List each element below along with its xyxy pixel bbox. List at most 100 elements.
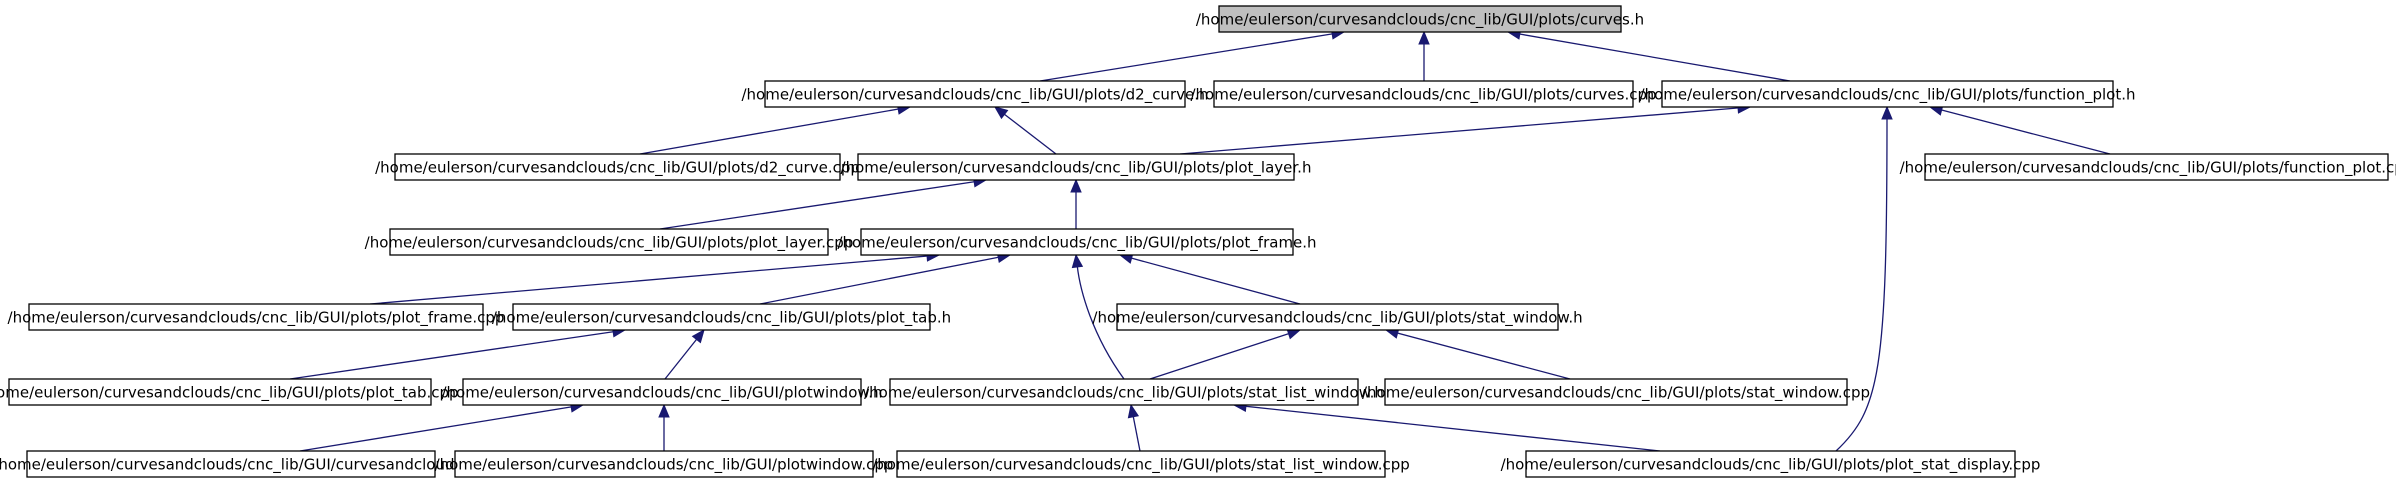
node-plotwindow-cpp-label: /home/eulerson/curvesandclouds/cnc_lib/G… (435, 456, 894, 475)
edge-d2-curve-h-to-curves-h-line (1039, 33, 1334, 82)
edge-plot-stat-display-cpp-to-stat-list-window-h-line (1244, 405, 1661, 452)
node-plot-frame-h-box[interactable] (860, 228, 1294, 256)
node-curves-cpp-label: /home/eulerson/curvesandclouds/cnc_lib/G… (1190, 86, 1656, 105)
edge-plot-tab-h-to-plot-frame-h-line (759, 256, 1000, 305)
node-plotwindow-h-box[interactable] (462, 378, 862, 406)
node-plot-layer-cpp-label: /home/eulerson/curvesandclouds/cnc_lib/G… (365, 234, 854, 253)
edge-stat-list-window-cpp-to-stat-list-window-h-arrowhead (1127, 403, 1140, 419)
edge-stat-list-window-cpp-to-stat-list-window-h-line (1132, 415, 1141, 452)
node-function-plot-cpp-label: /home/eulerson/curvesandclouds/cnc_lib/G… (1900, 159, 2396, 178)
node-stat-window-cpp[interactable]: /home/eulerson/curvesandclouds/cnc_lib/G… (1362, 378, 1870, 406)
edge-d2-curve-cpp-to-d2-curve-h-line (639, 108, 900, 155)
node-plot-stat-display-cpp[interactable]: /home/eulerson/curvesandclouds/cnc_lib/G… (1501, 450, 2041, 478)
edge-plot-frame-cpp-to-plot-frame-h (369, 250, 941, 305)
node-d2-curve-cpp[interactable]: /home/eulerson/curvesandclouds/cnc_lib/G… (375, 153, 860, 181)
node-plot-frame-cpp[interactable]: /home/eulerson/curvesandclouds/cnc_lib/G… (8, 303, 505, 331)
node-plot-frame-h[interactable]: /home/eulerson/curvesandclouds/cnc_lib/G… (837, 228, 1317, 256)
edge-function-plot-h-to-curves-h-line (1518, 33, 1791, 82)
node-curvesandcloud-h[interactable]: /home/eulerson/curvesandclouds/cnc_lib/G… (0, 450, 469, 478)
edge-stat-window-cpp-to-stat-window-h (1384, 327, 1571, 380)
node-stat-list-window-cpp[interactable]: /home/eulerson/curvesandclouds/cnc_lib/G… (872, 450, 1410, 478)
node-plotwindow-cpp[interactable]: /home/eulerson/curvesandclouds/cnc_lib/G… (435, 450, 894, 478)
node-function-plot-h-box[interactable] (1661, 80, 2114, 108)
edge-stat-list-window-h-to-stat-window-h (1149, 328, 1302, 380)
edge-plot-layer-h-to-function-plot-h-line (1179, 107, 1740, 155)
node-plot-layer-cpp[interactable]: /home/eulerson/curvesandclouds/cnc_lib/G… (365, 228, 854, 256)
node-curves-cpp[interactable]: /home/eulerson/curvesandclouds/cnc_lib/G… (1190, 80, 1657, 108)
node-curves-cpp-box[interactable] (1213, 80, 1634, 108)
node-stat-list-window-h[interactable]: /home/eulerson/curvesandclouds/cnc_lib/G… (864, 378, 1384, 406)
edge-stat-list-window-h-to-plot-frame-h-line (1076, 265, 1125, 380)
node-plot-tab-cpp-label: /home/eulerson/curvesandclouds/cnc_lib/G… (0, 384, 459, 403)
node-curves-h[interactable]: /home/eulerson/curvesandclouds/cnc_lib/G… (1196, 5, 1644, 33)
node-plot-stat-display-cpp-box[interactable] (1525, 450, 2016, 478)
node-stat-window-h[interactable]: /home/eulerson/curvesandclouds/cnc_lib/G… (1092, 303, 1583, 331)
edge-plotwindow-h-to-plot-tab-h-line (664, 338, 698, 380)
node-curvesandcloud-h-label: /home/eulerson/curvesandclouds/cnc_lib/G… (0, 456, 469, 475)
edge-curves-cpp-to-curves-h-arrowhead (1418, 30, 1430, 45)
node-plot-layer-h-box[interactable] (857, 153, 1295, 181)
node-plotwindow-h-label: /home/eulerson/curvesandclouds/cnc_lib/G… (441, 384, 882, 403)
edge-plot-frame-h-to-plot-layer-h-arrowhead (1070, 178, 1082, 193)
node-function-plot-cpp-box[interactable] (1924, 153, 2389, 181)
node-function-plot-h[interactable]: /home/eulerson/curvesandclouds/cnc_lib/G… (1640, 80, 2136, 108)
node-plot-tab-h[interactable]: /home/eulerson/curvesandclouds/cnc_lib/G… (492, 303, 951, 331)
node-stat-window-cpp-label: /home/eulerson/curvesandclouds/cnc_lib/G… (1362, 384, 1870, 403)
node-function-plot-cpp[interactable]: /home/eulerson/curvesandclouds/cnc_lib/G… (1900, 153, 2396, 181)
edge-stat-list-window-h-to-stat-window-h-line (1149, 332, 1290, 380)
edge-plot-layer-h-to-d2-curve-h (993, 106, 1057, 155)
node-d2-curve-h[interactable]: /home/eulerson/curvesandclouds/cnc_lib/G… (741, 80, 1209, 108)
edge-plot-layer-h-to-d2-curve-h-line (1003, 113, 1057, 155)
edge-plot-stat-display-cpp-to-function-plot-h (1835, 105, 1893, 452)
node-plot-layer-h-label: /home/eulerson/curvesandclouds/cnc_lib/G… (841, 159, 1312, 178)
node-d2-curve-cpp-label: /home/eulerson/curvesandclouds/cnc_lib/G… (375, 159, 860, 178)
edge-plot-layer-h-to-function-plot-h (1179, 102, 1752, 155)
edge-d2-curve-cpp-to-d2-curve-h (639, 103, 912, 155)
node-stat-window-cpp-box[interactable] (1384, 378, 1848, 406)
node-d2-curve-cpp-box[interactable] (394, 153, 841, 181)
edge-d2-curve-h-to-curves-h (1039, 28, 1346, 82)
node-d2-curve-h-box[interactable] (764, 80, 1186, 108)
node-stat-list-window-cpp-label: /home/eulerson/curvesandclouds/cnc_lib/G… (872, 456, 1410, 475)
edge-function-plot-cpp-to-function-plot-h-line (1940, 109, 2111, 155)
node-plot-frame-cpp-box[interactable] (28, 303, 484, 331)
node-plot-tab-h-box[interactable] (512, 303, 931, 331)
node-plot-frame-h-label: /home/eulerson/curvesandclouds/cnc_lib/G… (837, 234, 1316, 253)
edge-plot-stat-display-cpp-to-function-plot-h-arrowhead (1881, 105, 1893, 120)
node-plot-layer-h[interactable]: /home/eulerson/curvesandclouds/cnc_lib/G… (841, 153, 1312, 181)
node-stat-window-h-box[interactable] (1116, 303, 1559, 331)
edge-plotwindow-cpp-to-plotwindow-h-arrowhead (658, 403, 670, 418)
node-plotwindow-cpp-box[interactable] (454, 450, 874, 478)
edge-plotwindow-h-to-plot-tab-h-arrowhead (691, 328, 705, 344)
node-function-plot-h-label: /home/eulerson/curvesandclouds/cnc_lib/G… (1640, 86, 2136, 105)
node-curves-h-label: /home/eulerson/curvesandclouds/cnc_lib/G… (1196, 11, 1644, 30)
edge-function-plot-h-to-curves-h (1506, 28, 1791, 82)
edge-plot-stat-display-cpp-to-stat-list-window-h (1232, 400, 1661, 452)
node-plotwindow-h[interactable]: /home/eulerson/curvesandclouds/cnc_lib/G… (441, 378, 883, 406)
nodes-layer: /home/eulerson/curvesandclouds/cnc_lib/G… (0, 5, 2396, 478)
edge-stat-window-cpp-to-stat-window-h-line (1396, 332, 1571, 380)
edge-curves-cpp-to-curves-h (1418, 30, 1430, 81)
node-stat-list-window-h-label: /home/eulerson/curvesandclouds/cnc_lib/G… (864, 384, 1384, 403)
edge-plotwindow-h-to-plot-tab-h (664, 328, 705, 380)
edge-plot-layer-cpp-to-plot-layer-h-line (659, 180, 976, 230)
edge-plotwindow-cpp-to-plotwindow-h (658, 403, 670, 451)
node-stat-window-h-label: /home/eulerson/curvesandclouds/cnc_lib/G… (1092, 309, 1582, 328)
node-stat-list-window-cpp-box[interactable] (896, 450, 1386, 478)
node-curvesandcloud-h-box[interactable] (26, 450, 436, 478)
edge-plot-layer-h-to-d2-curve-h-arrowhead (993, 106, 1009, 120)
edge-stat-list-window-cpp-to-stat-list-window-h (1127, 403, 1141, 452)
node-plot-tab-h-label: /home/eulerson/curvesandclouds/cnc_lib/G… (492, 309, 951, 328)
node-plot-layer-cpp-box[interactable] (389, 228, 829, 256)
edge-plot-tab-cpp-to-plot-tab-h (289, 326, 627, 380)
edge-plot-layer-cpp-to-plot-layer-h (659, 176, 988, 230)
node-plot-tab-cpp[interactable]: /home/eulerson/curvesandclouds/cnc_lib/G… (0, 378, 459, 406)
node-plot-stat-display-cpp-label: /home/eulerson/curvesandclouds/cnc_lib/G… (1501, 456, 2041, 475)
node-stat-list-window-h-box[interactable] (889, 378, 1359, 406)
edge-stat-list-window-h-to-plot-frame-h (1071, 253, 1125, 380)
node-d2-curve-h-label: /home/eulerson/curvesandclouds/cnc_lib/G… (741, 86, 1208, 105)
edge-stat-window-h-to-plot-frame-h-line (1130, 257, 1301, 305)
node-plot-tab-cpp-box[interactable] (8, 378, 432, 406)
node-curves-h-box[interactable] (1218, 5, 1622, 33)
